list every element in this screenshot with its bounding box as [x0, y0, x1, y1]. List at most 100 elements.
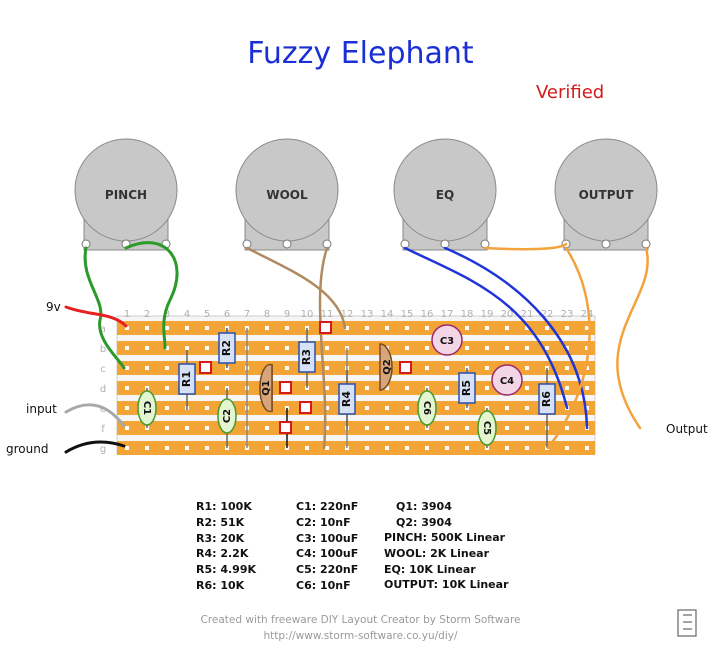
row-letter: b: [100, 344, 106, 355]
pot-output[interactable]: OUTPUT: [554, 138, 658, 251]
label-9v: 9v: [46, 300, 61, 314]
row-letter: e: [100, 404, 106, 415]
board-hole: [585, 326, 589, 330]
credit-url[interactable]: http://www.storm-software.co.yu/diy/: [263, 630, 458, 642]
board-hole: [525, 326, 529, 330]
column-number: 16: [421, 309, 434, 320]
board-hole: [565, 346, 569, 350]
board-hole: [585, 386, 589, 390]
transistor-q1[interactable]: Q1: [259, 363, 273, 413]
board-hole: [505, 406, 509, 410]
capacitor-c3[interactable]: C3: [431, 324, 463, 356]
column-number: 20: [501, 309, 514, 320]
column-number: 2: [144, 309, 150, 320]
board-hole: [185, 426, 189, 430]
software-logo: [677, 609, 697, 637]
pot-wool[interactable]: WOOL: [235, 138, 339, 251]
board-hole: [125, 446, 129, 450]
pot-eq[interactable]: EQ: [393, 138, 497, 251]
board-hole: [565, 426, 569, 430]
resistor-r2[interactable]: R2: [218, 328, 236, 368]
board-hole: [125, 326, 129, 330]
column-number: 11: [321, 309, 334, 320]
bom-q1: Q1: 3904: [396, 500, 452, 513]
r4-label: R4: [340, 391, 353, 407]
board-hole: [265, 446, 269, 450]
resistor-r1[interactable]: R1: [178, 350, 196, 410]
board-hole: [385, 446, 389, 450]
bom-transistors: Q1: 3904 Q2: 3904: [396, 499, 452, 531]
board-hole: [205, 386, 209, 390]
board-hole: [165, 366, 169, 370]
column-number: 13: [361, 309, 374, 320]
board-hole: [145, 346, 149, 350]
board-hole: [445, 446, 449, 450]
strip-row-e: [117, 401, 595, 415]
row-letter: c: [100, 364, 106, 375]
board-hole: [525, 366, 529, 370]
board-hole: [425, 346, 429, 350]
board-hole: [265, 326, 269, 330]
row-letter: f: [101, 424, 105, 435]
board-hole: [325, 406, 329, 410]
board-hole: [545, 346, 549, 350]
board-hole: [585, 346, 589, 350]
strip-row-g: [117, 441, 595, 455]
bom-wool: WOOL: 2K Linear: [384, 546, 489, 560]
board-hole: [205, 406, 209, 410]
board-hole: [565, 386, 569, 390]
board-hole: [505, 426, 509, 430]
board-hole: [445, 366, 449, 370]
board-hole: [325, 386, 329, 390]
resistor-r4[interactable]: R4: [338, 370, 356, 430]
column-number: 18: [461, 309, 474, 320]
r5-label: R5: [460, 380, 473, 396]
board-hole: [585, 406, 589, 410]
capacitor-c6[interactable]: C6: [417, 388, 437, 428]
bom-r5: R5: 4.99K: [196, 563, 257, 577]
column-number: 22: [541, 309, 554, 320]
components: R1 R2 R3 R4 R5: [137, 324, 556, 448]
board-hole: [265, 426, 269, 430]
board-hole: [485, 326, 489, 330]
c4-label: C4: [500, 376, 514, 387]
board-hole: [405, 406, 409, 410]
row-letter: a: [100, 324, 106, 335]
board-hole: [445, 406, 449, 410]
capacitor-c4[interactable]: C4: [491, 364, 523, 396]
board-hole: [165, 386, 169, 390]
resistor-r6[interactable]: R6: [538, 368, 556, 448]
capacitor-c5[interactable]: C5: [477, 408, 497, 448]
column-number: 19: [481, 309, 494, 320]
board-hole: [125, 366, 129, 370]
bom-pinch: PINCH: 500K Linear: [384, 531, 506, 544]
column-number: 15: [401, 309, 414, 320]
transistor-q2[interactable]: Q2: [379, 343, 393, 391]
resistor-r3[interactable]: R3: [298, 328, 316, 388]
bom-r6: R6: 10K: [196, 578, 245, 592]
capacitor-c1[interactable]: C1: [137, 388, 157, 428]
board-hole: [325, 346, 329, 350]
board-hole: [165, 426, 169, 430]
board-hole: [365, 426, 369, 430]
column-number: 17: [441, 309, 454, 320]
board-hole: [485, 366, 489, 370]
board-hole: [565, 446, 569, 450]
row-letter: g: [100, 444, 106, 455]
r6-label: R6: [540, 391, 553, 407]
q2-label: Q2: [382, 359, 393, 375]
board-hole: [465, 346, 469, 350]
pot-pinch[interactable]: PINCH: [74, 138, 178, 251]
capacitor-c2[interactable]: C2: [217, 388, 237, 448]
strip-row-c: [117, 361, 595, 375]
board-hole: [125, 346, 129, 350]
board-hole: [565, 326, 569, 330]
c5-label: C5: [481, 421, 492, 435]
board-hole: [465, 426, 469, 430]
board-hole: [145, 446, 149, 450]
resistor-r5[interactable]: R5: [458, 368, 476, 408]
bom-c5: C5: 220nF: [296, 563, 359, 577]
board-hole: [485, 386, 489, 390]
column-number: 1: [124, 309, 130, 320]
